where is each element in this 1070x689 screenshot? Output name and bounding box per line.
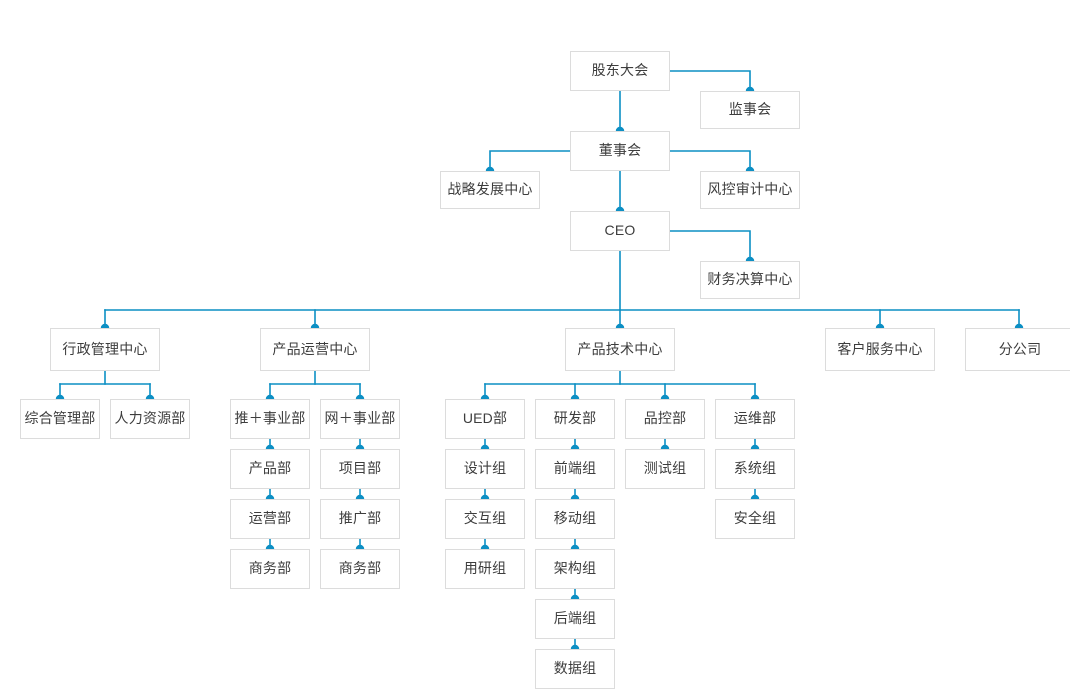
org-node-label: 产品部 bbox=[248, 460, 292, 477]
org-node-research_grp[interactable]: 用研组 bbox=[445, 549, 525, 589]
org-node-wang_bu[interactable]: 网＋事业部 bbox=[320, 399, 400, 439]
org-node-label: 分公司 bbox=[998, 340, 1042, 357]
org-node-label: 董事会 bbox=[598, 142, 642, 159]
org-node-design_grp[interactable]: 设计组 bbox=[445, 449, 525, 489]
org-node-test_grp[interactable]: 测试组 bbox=[625, 449, 705, 489]
org-node-label: 商务部 bbox=[248, 560, 292, 577]
org-node-label: 移动组 bbox=[553, 510, 597, 527]
org-node-finance[interactable]: 财务决算中心 bbox=[700, 261, 800, 299]
org-node-label: 品控部 bbox=[643, 410, 687, 427]
org-node-prodtech[interactable]: 产品技术中心 bbox=[565, 328, 675, 371]
org-node-interact_grp[interactable]: 交互组 bbox=[445, 499, 525, 539]
org-node-label: 产品运营中心 bbox=[272, 340, 358, 357]
connector-line bbox=[669, 150, 751, 172]
org-node-promo_dept[interactable]: 推广部 bbox=[320, 499, 400, 539]
org-node-board[interactable]: 董事会 bbox=[570, 131, 670, 171]
org-node-label: 商务部 bbox=[338, 560, 382, 577]
org-node-label: 推广部 bbox=[338, 510, 382, 527]
org-node-label: 架构组 bbox=[553, 560, 597, 577]
org-node-system_grp[interactable]: 系统组 bbox=[715, 449, 795, 489]
org-node-label: 财务决算中心 bbox=[707, 271, 793, 288]
org-node-customer[interactable]: 客户服务中心 bbox=[825, 328, 935, 371]
org-node-label: 用研组 bbox=[463, 560, 507, 577]
org-node-admin[interactable]: 行政管理中心 bbox=[50, 328, 160, 371]
org-node-arch_grp[interactable]: 架构组 bbox=[535, 549, 615, 589]
org-node-general_mgmt[interactable]: 综合管理部 bbox=[20, 399, 100, 439]
org-node-label: 风控审计中心 bbox=[707, 181, 793, 198]
org-node-label: 客户服务中心 bbox=[837, 340, 923, 357]
connector-line bbox=[669, 70, 751, 92]
org-node-label: CEO bbox=[604, 222, 636, 239]
org-node-devops[interactable]: 运维部 bbox=[715, 399, 795, 439]
org-node-label: 推＋事业部 bbox=[234, 410, 306, 427]
org-node-label: 系统组 bbox=[733, 460, 777, 477]
org-node-label: 测试组 bbox=[643, 460, 687, 477]
org-node-riskaudit[interactable]: 风控审计中心 bbox=[700, 171, 800, 209]
connector-line bbox=[489, 150, 571, 172]
org-node-label: 设计组 bbox=[463, 460, 507, 477]
org-node-security_grp[interactable]: 安全组 bbox=[715, 499, 795, 539]
org-node-prod_dept[interactable]: 产品部 bbox=[230, 449, 310, 489]
org-node-data_grp[interactable]: 数据组 bbox=[535, 649, 615, 689]
org-node-biz_dept_a[interactable]: 商务部 bbox=[230, 549, 310, 589]
org-node-label: 行政管理中心 bbox=[62, 340, 148, 357]
org-node-rnd[interactable]: 研发部 bbox=[535, 399, 615, 439]
org-node-label: 后端组 bbox=[553, 610, 597, 627]
org-node-label: 安全组 bbox=[733, 510, 777, 527]
org-node-label: 产品技术中心 bbox=[577, 340, 663, 357]
org-node-hr[interactable]: 人力资源部 bbox=[110, 399, 190, 439]
org-node-backend_grp[interactable]: 后端组 bbox=[535, 599, 615, 639]
connector-line bbox=[669, 230, 751, 262]
org-node-ops_dept[interactable]: 运营部 bbox=[230, 499, 310, 539]
org-node-biz_dept_b[interactable]: 商务部 bbox=[320, 549, 400, 589]
org-node-label: 项目部 bbox=[338, 460, 382, 477]
org-node-shareholders[interactable]: 股东大会 bbox=[570, 51, 670, 91]
org-node-project_dept[interactable]: 项目部 bbox=[320, 449, 400, 489]
org-node-label: 人力资源部 bbox=[114, 410, 186, 427]
org-node-tui_bu[interactable]: 推＋事业部 bbox=[230, 399, 310, 439]
org-node-prodops[interactable]: 产品运营中心 bbox=[260, 328, 370, 371]
org-node-qa[interactable]: 品控部 bbox=[625, 399, 705, 439]
org-node-label: 网＋事业部 bbox=[324, 410, 396, 427]
org-node-ued[interactable]: UED部 bbox=[445, 399, 525, 439]
org-node-ceo[interactable]: CEO bbox=[570, 211, 670, 251]
org-node-label: 数据组 bbox=[553, 660, 597, 677]
org-node-branch[interactable]: 分公司 bbox=[965, 328, 1070, 371]
org-node-label: UED部 bbox=[462, 410, 508, 427]
org-node-label: 运维部 bbox=[733, 410, 777, 427]
org-node-strategy[interactable]: 战略发展中心 bbox=[440, 171, 540, 209]
org-node-mobile_grp[interactable]: 移动组 bbox=[535, 499, 615, 539]
org-node-label: 综合管理部 bbox=[24, 410, 96, 427]
org-node-label: 运营部 bbox=[248, 510, 292, 527]
org-node-label: 研发部 bbox=[553, 410, 597, 427]
org-node-label: 监事会 bbox=[728, 101, 772, 118]
org-node-label: 前端组 bbox=[553, 460, 597, 477]
org-node-label: 战略发展中心 bbox=[447, 181, 533, 198]
org-node-label: 交互组 bbox=[463, 510, 507, 527]
org-node-label: 股东大会 bbox=[591, 62, 649, 79]
org-node-frontend_grp[interactable]: 前端组 bbox=[535, 449, 615, 489]
org-node-supervisory[interactable]: 监事会 bbox=[700, 91, 800, 129]
